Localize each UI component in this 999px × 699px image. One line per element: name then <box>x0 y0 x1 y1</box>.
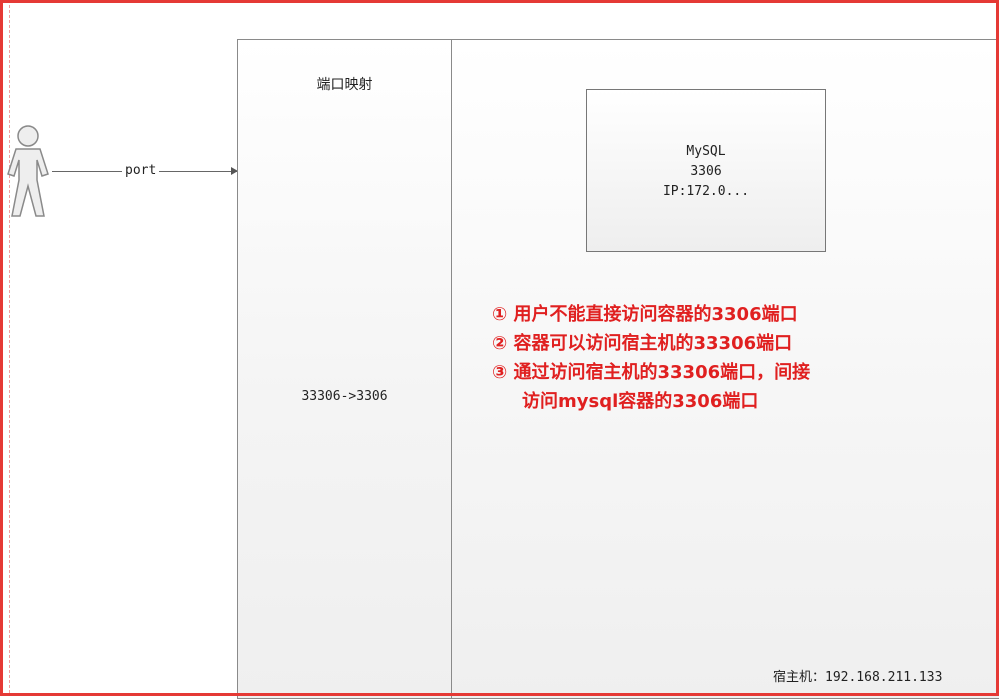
lifeline-dashed <box>9 5 10 693</box>
note-item: ③ 通过访问宿主机的33306端口，间接 <box>492 362 811 383</box>
user-actor-icon <box>7 125 49 217</box>
notes-list: ① 用户不能直接访问容器的3306端口 ② 容器可以访问宿主机的33306端口 … <box>492 300 932 416</box>
note-item: ② 容器可以访问宿主机的33306端口 <box>492 333 793 354</box>
background-highlight <box>40 420 190 680</box>
port-mapping-rule: 33306->3306 <box>301 389 388 404</box>
note-item: ① 用户不能直接访问容器的3306端口 <box>492 304 798 325</box>
port-mapping-panel: 端口映射 33306->3306 <box>237 39 452 699</box>
note-item: 访问mysql容器的3306端口 <box>522 391 759 412</box>
container-port: 3306 <box>690 164 722 179</box>
container-name: MySQL <box>686 144 726 159</box>
port-label: port <box>122 163 160 178</box>
port-mapping-title: 端口映射 <box>316 77 373 93</box>
container-ip: IP:172.0... <box>662 184 750 199</box>
arrow-right-icon <box>231 167 238 175</box>
mysql-container-box: MySQL 3306 IP:172.0... <box>586 89 826 252</box>
host-ip-label: 宿主机：192.168.211.133 <box>773 670 943 685</box>
